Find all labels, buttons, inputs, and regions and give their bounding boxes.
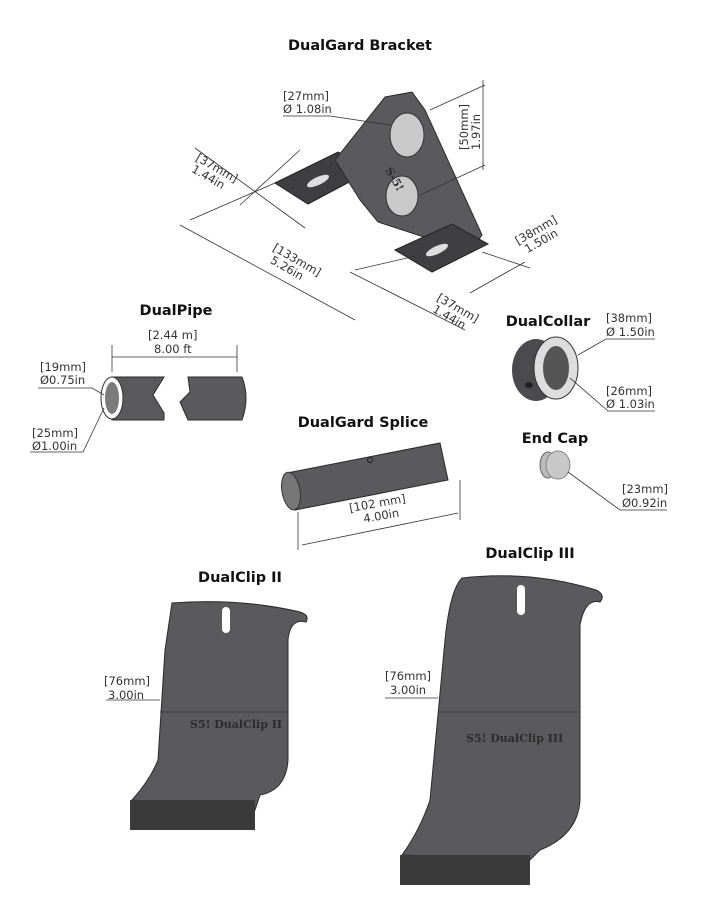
dim-pipe-inner-in: Ø0.75in — [40, 373, 85, 387]
dim-hole-in: Ø 1.08in — [283, 102, 332, 116]
dim-endcap-mm: [23mm] — [622, 482, 668, 496]
bracket-hole-lower — [385, 175, 419, 217]
clip2-body — [130, 601, 308, 811]
dualgard-bracket: DualGard Bracket S-5! [27mm] Ø 1.08in [5… — [179, 38, 560, 332]
dim-splice-in: 4.00in — [362, 506, 400, 526]
dualclip-ii: DualClip II [76mm] 3.00in S5! DualClip I… — [104, 570, 308, 830]
dim-hole-mm: [27mm] — [283, 89, 329, 103]
slot — [306, 174, 330, 188]
collar-bore — [543, 346, 569, 390]
dim-clip3-in: 3.00in — [390, 683, 426, 697]
dim-pipe-inner-mm: [19mm] — [40, 360, 86, 374]
pipe-bore — [105, 382, 119, 414]
dualclip-iii: DualClip III [76mm] 3.00in S5! DualClip … — [385, 546, 603, 885]
dim-clip3-mm: [76mm] — [385, 669, 431, 683]
splice-hole — [367, 457, 373, 463]
dim-collar-inner-mm: [26mm] — [606, 384, 652, 398]
clip3-emboss: S5! DualClip III — [466, 732, 563, 745]
collar-set-screw — [525, 382, 533, 388]
dualgard-splice: DualGard Splice [102 mm] 4.00in — [281, 415, 461, 550]
dim-pipe-outer-in: Ø1.00in — [32, 439, 77, 453]
dim-height-in: 1.97in — [469, 114, 483, 150]
clip3-title: DualClip III — [485, 546, 574, 562]
dim-endcap-in: Ø0.92in — [622, 496, 667, 510]
pipe-left-segment — [111, 376, 165, 421]
clip3-body — [401, 575, 603, 861]
dim-pipe-length-ft: 8.00 ft — [154, 342, 192, 356]
dim-height-mm: [50mm] — [457, 104, 471, 150]
endcap-title: End Cap — [522, 431, 588, 447]
endcap-head — [545, 450, 571, 480]
collar-title: DualCollar — [506, 314, 591, 330]
dim-clip2-mm: [76mm] — [104, 674, 150, 688]
pipe-right-segment — [179, 376, 247, 421]
slot — [425, 243, 449, 257]
bracket-hole-upper — [389, 112, 425, 158]
end-cap: End Cap [23mm] Ø0.92in — [522, 431, 668, 511]
dualpipe: DualPipe [2.44 m] 8.00 ft [19mm] Ø0.75in… — [30, 303, 247, 453]
clip2-title: DualClip II — [198, 570, 282, 586]
bracket-upright — [334, 91, 483, 253]
splice-end — [281, 471, 301, 511]
dim-pipe-outer-mm: [25mm] — [32, 426, 78, 440]
clip3-slot — [517, 585, 525, 615]
dim-collar-outer-in: Ø 1.50in — [606, 325, 655, 339]
clip3-base — [400, 855, 530, 885]
dim-collar-inner-in: Ø 1.03in — [606, 397, 655, 411]
bracket-title: DualGard Bracket — [288, 38, 432, 54]
dim-collar-outer-mm: [38mm] — [606, 311, 652, 325]
dualcollar: DualCollar [38mm] Ø 1.50in [26mm] Ø 1.03… — [506, 311, 655, 412]
pipe-title: DualPipe — [140, 303, 213, 319]
clip2-emboss: S5! DualClip II — [190, 718, 282, 731]
clip2-base — [130, 800, 255, 830]
dim-clip2-in: 3.00in — [108, 688, 144, 702]
dim-pipe-length-m: [2.44 m] — [148, 328, 197, 342]
splice-title: DualGard Splice — [298, 415, 429, 431]
clip2-slot — [222, 607, 230, 633]
